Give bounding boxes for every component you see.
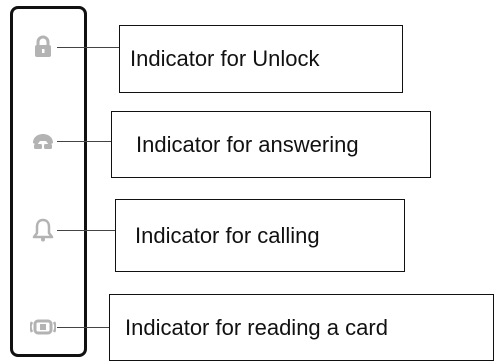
lock-icon <box>30 34 56 60</box>
indicator-panel <box>10 6 87 357</box>
phone-icon <box>30 127 56 153</box>
connector-calling <box>57 230 115 231</box>
bell-icon <box>30 217 56 243</box>
label-unlock: Indicator for Unlock <box>119 25 403 93</box>
label-card: Indicator for reading a card <box>109 294 494 361</box>
connector-card <box>57 327 109 328</box>
card-reader-icon <box>30 314 56 340</box>
label-unlock-text: Indicator for Unlock <box>130 46 320 71</box>
label-answering-text: Indicator for answering <box>136 131 359 157</box>
label-calling: Indicator for calling <box>115 199 405 272</box>
connector-unlock <box>57 47 119 48</box>
label-calling-text: Indicator for calling <box>135 222 320 248</box>
connector-answering <box>57 141 111 142</box>
label-card-text: Indicator for reading a card <box>125 314 388 340</box>
label-answering: Indicator for answering <box>111 111 431 178</box>
